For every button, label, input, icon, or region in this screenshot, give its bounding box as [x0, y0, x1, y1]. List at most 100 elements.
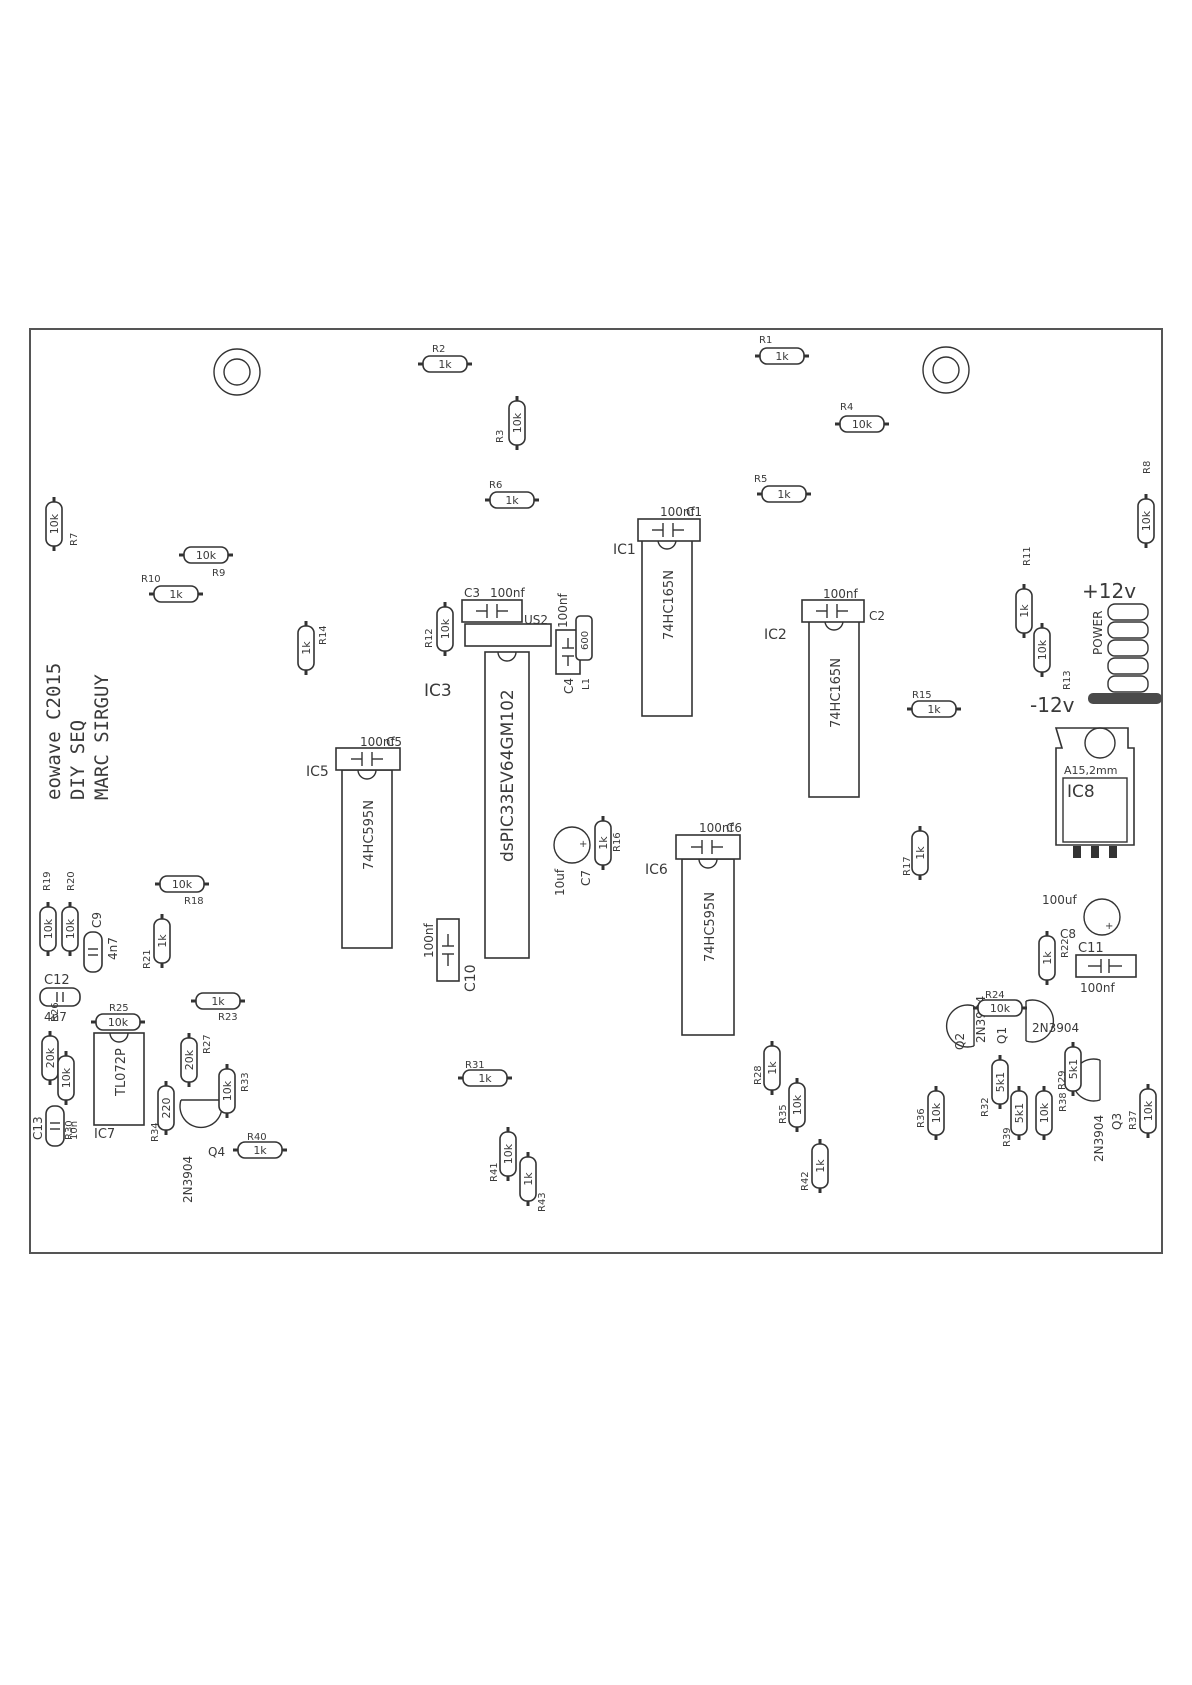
- resistor-value: 1k: [777, 488, 791, 501]
- c10-ref: C10: [463, 964, 479, 992]
- ic2-cap-ref: C2: [869, 609, 885, 623]
- resistor-ref: R41: [489, 1162, 500, 1182]
- resistor-value: 5k1: [1013, 1103, 1026, 1123]
- resistor-value: 10k: [1038, 1102, 1051, 1123]
- inductor-l1: 600 L1: [575, 615, 593, 690]
- resistor-ref: R36: [916, 1108, 927, 1128]
- ic5-chip: IC5 74HC595N 100nf C5: [306, 735, 402, 949]
- ic3-cap-value: 100nf: [490, 586, 526, 600]
- power-plus-label: +12v: [1082, 579, 1136, 603]
- mounting-hole-left: [213, 348, 261, 396]
- resistor-value: 10k: [1036, 639, 1049, 660]
- resistor-ref: R14: [318, 625, 329, 645]
- ic1-cap-ref: C1: [686, 505, 702, 519]
- c8-value: 100uf: [1042, 893, 1078, 907]
- capacitor-c11: C11 100nf: [1075, 941, 1137, 995]
- q1-part: 2N3904: [1032, 1021, 1079, 1035]
- resistor-value: 1k: [211, 995, 225, 1008]
- svg-text:+: +: [1105, 921, 1113, 932]
- ic6-chip: IC6 74HC595N 100nf C6: [645, 821, 742, 1036]
- resistor-ref: R29: [1057, 1070, 1068, 1090]
- resistor-ref: R10: [141, 574, 161, 585]
- ic2-cap-value: 100nf: [823, 587, 859, 601]
- power-label: POWER: [1091, 611, 1105, 655]
- resistor-value: 10k: [172, 878, 193, 891]
- mounting-hole-right: [922, 346, 970, 394]
- resistor-value: 5k1: [1067, 1059, 1080, 1079]
- ic7-chip: TL072P IC7: [93, 1032, 145, 1142]
- resistor-value: 220: [160, 1098, 173, 1119]
- resistor-ref: R23: [218, 1012, 238, 1023]
- resistor-ref: R18: [184, 896, 204, 907]
- ic3-cap-ref: C3: [464, 586, 480, 600]
- q4-part: 2N3904: [181, 1156, 195, 1203]
- c11-ref: C11: [1078, 941, 1104, 956]
- resistor-ref: R17: [902, 856, 913, 876]
- power-minus-label: -12v: [1030, 693, 1075, 717]
- c13-ref: C13: [31, 1116, 45, 1140]
- l1-value: 600: [580, 631, 591, 650]
- resistor-value: 1k: [253, 1144, 267, 1157]
- credits-block: eowave C2015 DIY SEQ MARC SIRGUY: [43, 663, 113, 800]
- ic1-cap-value: 100nf: [660, 505, 696, 519]
- power-connector: +12v -12v POWER: [1030, 579, 1162, 717]
- resistor-ref: R22: [1060, 938, 1071, 958]
- resistor-value: 10k: [48, 513, 61, 534]
- resistor-ref: R15: [912, 690, 932, 701]
- resistor-value: 10k: [108, 1016, 129, 1029]
- resistor-ref: R1: [759, 335, 772, 346]
- resistor-value: 1k: [300, 641, 313, 655]
- capacitor-c7: + 10uf C7: [553, 826, 593, 896]
- resistor-ref: R42: [800, 1171, 811, 1191]
- ic3-part: dsPIC33EV64GM102: [498, 689, 518, 862]
- capacitor-c8: + 100uf C8: [1042, 893, 1121, 941]
- ic3-chip: IC3 dsPIC33EV64GM102 US2 C3 100nf: [424, 586, 552, 959]
- resistor-ref: R8: [1142, 461, 1153, 474]
- resistor-value: 1k: [597, 836, 610, 850]
- resistor-value: 20k: [44, 1047, 57, 1068]
- resistor-value: 10k: [990, 1002, 1011, 1015]
- resistor-value: 10k: [221, 1080, 234, 1101]
- ic2-chip: IC2 74HC165N 100nf C2: [764, 587, 885, 798]
- c12-value: 4n7: [44, 1010, 67, 1024]
- ic1-ref: IC1: [613, 542, 636, 558]
- c7-value: 10uf: [553, 868, 567, 896]
- resistor-ref: R28: [753, 1065, 764, 1085]
- q3-ref: Q3: [1110, 1113, 1124, 1130]
- ic3-ref: IC3: [424, 681, 452, 701]
- resistor-value: 10k: [852, 418, 873, 431]
- resistor-ref: R24: [985, 990, 1005, 1001]
- resistor-value: 1k: [775, 350, 789, 363]
- credits-line-2: DIY SEQ: [67, 720, 89, 800]
- ic5-cap-ref: C5: [386, 735, 402, 749]
- c10-value: 100nf: [422, 922, 436, 958]
- capacitor-c12: C12 4n7: [39, 973, 81, 1024]
- c12-ref: C12: [44, 973, 70, 988]
- resistor-value: 5k1: [994, 1072, 1007, 1092]
- resistor-value: 1k: [914, 846, 927, 860]
- c13-value: 10n: [69, 1121, 80, 1140]
- ic7-ref: IC7: [94, 1127, 115, 1142]
- ic7-part: TL072P: [114, 1048, 129, 1097]
